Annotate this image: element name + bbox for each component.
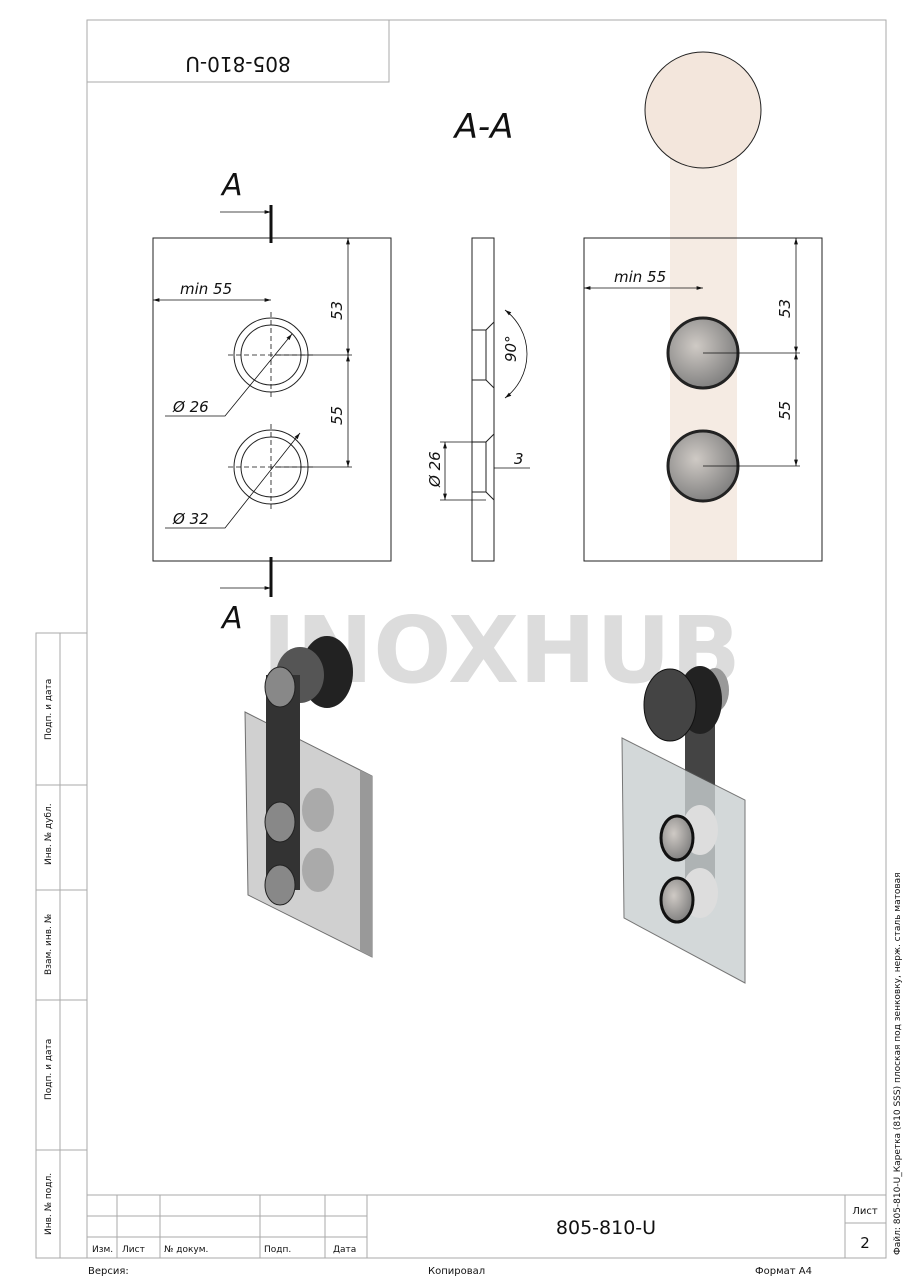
header-izm: Изм. [92,1245,113,1255]
dim-inner-diameter: Ø 26 [172,398,209,416]
file-caption: Файл: 805-810-U_Каретка (810 SSS) плоска… [893,872,903,1255]
title-block: Изм. Лист № докум. Подп. Дата 805-810-U … [87,1194,886,1258]
side-stamp-2: Инв. № дубл. [44,803,54,865]
drawing-number: 805-810-U [556,1217,656,1239]
isometric-view-front [621,666,746,984]
dim-min-offset: min 55 [180,280,232,298]
footer-version: Версия: [88,1266,129,1277]
side-stamp-3: Взам. инв. № [44,914,54,975]
dim-depth-diameter: Ø 26 [426,451,444,488]
side-stamp-5: Инв. № подл. [44,1173,54,1235]
front-view: A A min 55 53 55 Ø 26 Ø 32 [152,168,392,636]
dim-outer-diameter: Ø 32 [172,510,209,528]
isometric-view-back [244,636,373,958]
dim-top-distance: 53 [328,301,346,320]
footer-copied: Копировал [428,1266,485,1277]
side-stamp-1: Подп. и дата [44,679,54,740]
section-mark-top: A [220,168,243,203]
side-stamp-4: Подп. и дата [44,1039,54,1100]
header-doc-number: № докум. [164,1245,208,1255]
header-date: Дата [333,1245,356,1255]
dim-min-offset-right: min 55 [614,268,666,286]
footer-format: Формат А4 [755,1266,812,1277]
side-stamp-column: Подп. и дата Инв. № дубл. Взам. инв. № П… [35,632,88,1259]
dim-top-distance-right: 53 [776,299,794,318]
dim-hole-spacing-right: 55 [776,401,794,420]
section-view: 90° Ø 26 3 [426,237,530,562]
sheet-label: Лист [852,1206,878,1217]
header-signature: Подп. [264,1245,291,1255]
section-mark-bottom: A [220,601,243,636]
section-title: A-A [453,107,514,147]
dim-countersink-angle: 90° [502,335,520,362]
top-stamp-text: 805-810-U [185,52,290,76]
dim-hole-spacing: 55 [328,406,346,425]
header-list: Лист [122,1245,145,1255]
sheet-number: 2 [860,1234,870,1252]
dim-thickness: 3 [514,450,524,468]
top-stamp-box [86,19,390,83]
assembly-front-view: min 55 53 55 [583,51,823,562]
